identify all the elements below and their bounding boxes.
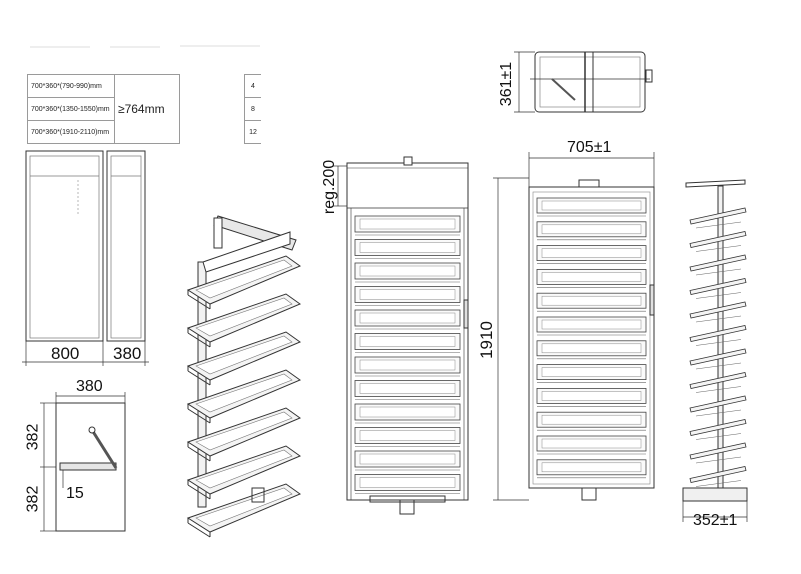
dim-unit-width: 705±1 [567, 139, 612, 156]
model-cell: 700*360*(1910-2110)mm [27, 120, 115, 144]
dim-plan-offset: 15 [66, 485, 84, 502]
front-shelves [354, 215, 461, 494]
unit-shelves [536, 197, 647, 479]
side-shelf [689, 466, 747, 487]
iso-shelf [186, 331, 302, 386]
unit-shelf [536, 316, 647, 336]
front-shelf [354, 380, 461, 400]
front-shelf [354, 215, 461, 236]
side-shelf [689, 254, 747, 276]
iso-shelf [186, 483, 302, 538]
front-shelf [354, 309, 461, 330]
iso-shelf [186, 369, 302, 424]
unit-shelf [536, 197, 647, 217]
dim-cabinet-width: 800 [51, 344, 80, 363]
qty-cell: 12 [244, 120, 261, 144]
unit-shelf [536, 459, 647, 479]
dim-plan-lower: 382 [24, 485, 42, 513]
dim-top-depth: 361±1 [498, 61, 516, 107]
side-shelf [689, 278, 747, 299]
unit-shelf [536, 387, 647, 407]
front-shelf [354, 356, 461, 377]
unit-shelf [536, 364, 647, 383]
front-shelf [354, 262, 461, 283]
side-shelf [689, 419, 747, 440]
dim-plan-upper: 382 [24, 423, 42, 451]
side-shelf [689, 207, 747, 229]
plan-view [40, 392, 126, 532]
front-shelf [354, 239, 461, 259]
side-shelf [689, 395, 747, 417]
unit-shelf [536, 435, 647, 455]
unit-shelf [536, 292, 647, 312]
table-header-lines [30, 45, 260, 48]
table-row: 700*360*(1910-2110)mm 12 [27, 120, 261, 144]
side-shelf [689, 325, 747, 346]
front-shelf [354, 474, 461, 494]
iso-shelf [186, 255, 302, 310]
side-shelf [689, 348, 747, 370]
top-view [514, 51, 653, 113]
dim-unit-height: 1910 [476, 321, 496, 359]
unit-shelf [536, 411, 647, 431]
side-shelf [689, 372, 747, 393]
front-shelf [354, 450, 461, 471]
unit-elevation [493, 152, 655, 501]
table-row: 700*360*(1350-1550)mm 8 [27, 97, 261, 121]
dim-cabinet-depth: 380 [113, 344, 142, 363]
cabinet-side-view [106, 150, 149, 366]
isometric-view [186, 215, 302, 538]
dim-side-depth: 352±1 [693, 512, 738, 529]
front-shelf [354, 333, 461, 353]
dim-plan-depth: 380 [76, 378, 103, 395]
front-shelf [354, 427, 461, 447]
side-shelf [689, 442, 747, 464]
iso-shelf [186, 293, 302, 348]
cabinet-front-view [22, 150, 107, 366]
side-shelf [689, 301, 747, 323]
iso-shelf [186, 407, 302, 462]
unit-shelf [536, 340, 647, 360]
min-width-cell: ≥764mm [114, 74, 180, 144]
front-elevation [333, 156, 469, 515]
front-shelf [354, 286, 461, 306]
dim-regulation: reg.200 [321, 159, 339, 215]
iso-shelves [186, 255, 302, 538]
model-cell: 700*360*(1350-1550)mm [27, 97, 115, 121]
side-shelves [689, 207, 747, 487]
unit-shelf [536, 268, 647, 288]
iso-shelf [186, 445, 302, 500]
side-shelf [689, 231, 747, 252]
front-shelf [354, 403, 461, 424]
spec-table: 700*360*(790-990)mm ≥764mm 4 700*360*(13… [27, 74, 261, 144]
unit-shelf [536, 221, 647, 241]
unit-shelf [536, 245, 647, 264]
side-elevation [682, 179, 748, 522]
